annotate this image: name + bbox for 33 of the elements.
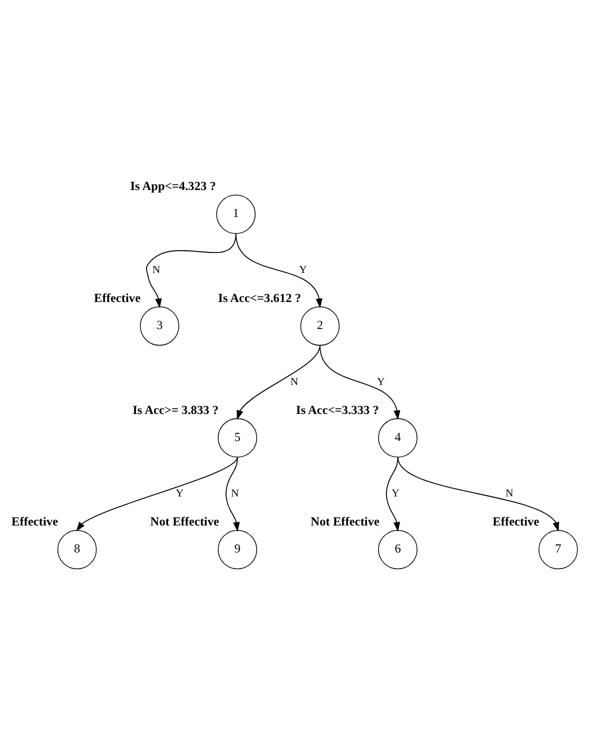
arrow — [76, 456, 238, 532]
node-circle: 7 — [538, 530, 578, 570]
node-label: Is Acc<=3.333 ? — [296, 402, 379, 417]
node-label: Effective — [492, 514, 540, 529]
node-label: Not Effective — [310, 514, 380, 529]
arrow — [397, 456, 560, 532]
arrow — [386, 456, 400, 532]
node-circle: 5 — [218, 418, 258, 458]
node-label: Effective — [94, 290, 141, 305]
node-label: Is Acc>= 3.833 ? — [132, 402, 219, 417]
node-circle: 9 — [218, 530, 258, 570]
edge-label: N — [506, 488, 514, 500]
edge-label: Y — [299, 264, 306, 276]
arrow — [235, 233, 322, 308]
node-label: Is Acc<=3.612 ? — [218, 290, 302, 305]
edge-label: N — [231, 488, 239, 500]
arrow — [226, 456, 240, 532]
node-circle: 2 — [300, 306, 340, 346]
node-circle: 6 — [378, 530, 418, 570]
arrow — [319, 344, 400, 420]
node-label: Is App<=4.323 ? — [130, 179, 216, 194]
node-circle: 4 — [378, 418, 418, 458]
node-circle: 8 — [57, 530, 97, 570]
edge-label: N — [290, 376, 298, 388]
node-circle: 3 — [140, 306, 180, 346]
node-label: Not Effective — [150, 514, 220, 529]
edge-label: Y — [176, 488, 184, 500]
edge-label: Y — [376, 376, 384, 388]
edge-label: N — [152, 264, 160, 276]
node-circle: 1 — [216, 194, 256, 234]
node-label: Effective — [12, 514, 58, 529]
arrow — [236, 344, 320, 420]
edge-label: Y — [392, 488, 400, 500]
